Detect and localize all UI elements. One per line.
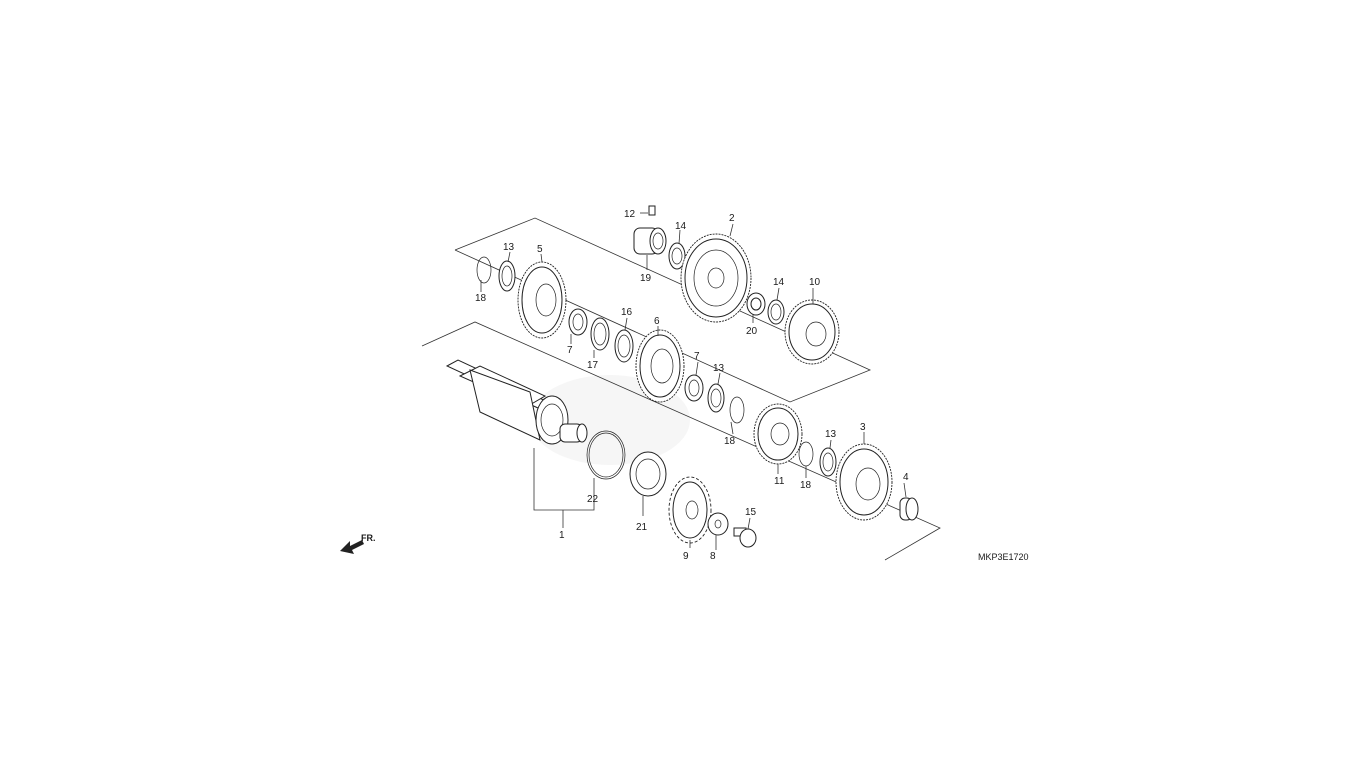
callout-18-c: 18 [800, 480, 812, 491]
callout-6: 6 [654, 316, 660, 327]
callout-1: 1 [559, 530, 565, 541]
callout-10: 9 [683, 551, 689, 562]
arrow-left-icon [340, 540, 364, 554]
callout-4: 4 [903, 472, 909, 483]
callout-2: 2 [729, 213, 735, 224]
callout-numbers: 12 14 2 13 5 19 14 10 18 16 6 20 7 7 17 … [475, 209, 909, 562]
part-washer-14-b[interactable] [767, 299, 785, 325]
callout-18-a: 18 [475, 293, 487, 304]
callout-13-b: 13 [713, 363, 725, 374]
callout-20: 20 [746, 326, 758, 337]
part-circlip-18-c[interactable] [798, 441, 814, 467]
callout-22: 22 [587, 494, 599, 505]
callout-9: 11 [774, 476, 785, 487]
part-needle-bearing-20[interactable] [746, 292, 766, 316]
part-bolt-12[interactable] [733, 527, 757, 548]
part-oring-22[interactable] [586, 430, 626, 480]
callout-13-a: 13 [503, 242, 515, 253]
part-bearing-7-b[interactable] [684, 374, 704, 402]
part-washer-14-a[interactable] [668, 242, 686, 270]
part-washer-13-b[interactable] [707, 383, 725, 413]
part-bearing-7-a[interactable] [568, 308, 588, 336]
part-gear-3[interactable] [835, 443, 893, 521]
part-gear-9[interactable] [753, 403, 803, 465]
part-gear-2[interactable] [680, 233, 752, 323]
part-bushing-4[interactable] [899, 497, 919, 521]
part-washer-13-a[interactable] [498, 260, 516, 292]
callout-3: 3 [860, 422, 866, 433]
part-gear-6[interactable] [635, 329, 685, 403]
part-washer-13-c[interactable] [819, 447, 837, 477]
part-lock-washer-17[interactable] [590, 317, 610, 351]
part-gear-8[interactable] [784, 299, 840, 365]
part-oil-seal-21[interactable] [629, 451, 667, 497]
callout-12: 15 [745, 507, 757, 518]
part-sprocket-10[interactable] [668, 476, 712, 544]
callout-7-b: 7 [694, 351, 700, 362]
leader-lines [480, 212, 907, 550]
part-gear-5[interactable] [517, 261, 567, 339]
callout-18-b: 18 [724, 436, 736, 447]
callout-5: 5 [537, 244, 543, 255]
callout-14-b: 14 [773, 277, 785, 288]
callout-21: 21 [636, 522, 648, 533]
part-washer-15[interactable] [707, 512, 729, 536]
callout-17: 17 [587, 360, 599, 371]
direction-label: FR. [361, 533, 376, 543]
part-washer-16[interactable] [614, 329, 634, 363]
mainshaft-group-outline [421, 321, 941, 561]
front-direction-indicator: FR. [340, 533, 376, 554]
part-dowel-11[interactable] [648, 205, 656, 216]
callout-13-c: 13 [825, 429, 837, 440]
callout-19: 19 [640, 273, 652, 284]
callout-7-a: 7 [567, 345, 573, 356]
part-circlip-18-b[interactable] [729, 396, 745, 424]
callout-11: 12 [624, 209, 636, 220]
callout-8: 10 [809, 277, 821, 288]
callout-16: 16 [621, 307, 633, 318]
diagram-code: MKP3E1720 [978, 552, 1029, 562]
part-bushing-19[interactable] [633, 227, 667, 255]
callout-14-a: 14 [675, 221, 687, 232]
part-mainshaft-1[interactable] [445, 359, 588, 445]
callout-15: 8 [710, 551, 716, 562]
part-circlip-18-a[interactable] [476, 256, 492, 284]
